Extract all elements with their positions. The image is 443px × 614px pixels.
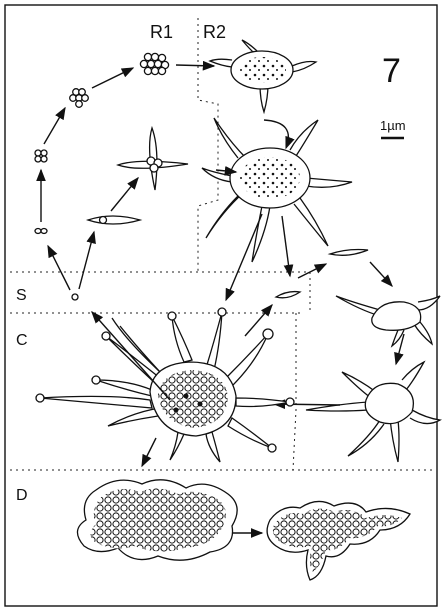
- s-spindle-a: [276, 292, 300, 298]
- d-dense-aggregate: [267, 501, 410, 580]
- scale-bar-label: 1µm: [380, 118, 406, 133]
- stage-divider-c-right: [293, 313, 296, 470]
- grape-cluster: [140, 53, 168, 74]
- region-label-r1: R1: [150, 22, 173, 42]
- stage-label-d: D: [16, 487, 28, 504]
- spindle-particle: [88, 216, 140, 224]
- cross-particle: [118, 128, 188, 190]
- arrow-r2-to-c: [226, 214, 262, 300]
- arrow-r2-to-s: [282, 216, 290, 276]
- doublet-particle: [35, 229, 47, 234]
- d-beaded-aggregate: [77, 480, 237, 560]
- right-aggregate-upper: [336, 296, 440, 346]
- arrow-single-to-doublet: [48, 246, 70, 290]
- arrow-spindle-to-right-agg: [370, 262, 392, 286]
- arrow-right-to-c-aggregate: [274, 404, 340, 405]
- small-cluster: [70, 89, 89, 108]
- arrow-r2-curved: [264, 120, 288, 148]
- figure-number: 7: [382, 52, 401, 90]
- s-spindle-b: [330, 250, 368, 256]
- single-particle: [72, 294, 78, 300]
- r2-large-aggregate: [202, 118, 352, 262]
- c-large-aggregate: [36, 308, 294, 462]
- right-aggregate-lower: [306, 362, 440, 462]
- arrow-quad-to-small: [44, 108, 65, 144]
- arrow-single-to-spindle: [79, 232, 94, 289]
- r2-small-aggregate: [210, 40, 316, 112]
- arrow-spindle-to-cross: [111, 178, 138, 211]
- arrow-grape-to-r2: [176, 65, 214, 66]
- arrow-c-to-d: [142, 438, 156, 466]
- arrow-small-to-grape: [92, 68, 133, 88]
- stage-label-c: C: [16, 332, 28, 349]
- quad-cluster: [35, 150, 47, 162]
- arrow-s-to-spindle-b: [298, 264, 326, 278]
- stage-label-s: S: [16, 287, 27, 304]
- region-label-r2: R2: [203, 22, 226, 42]
